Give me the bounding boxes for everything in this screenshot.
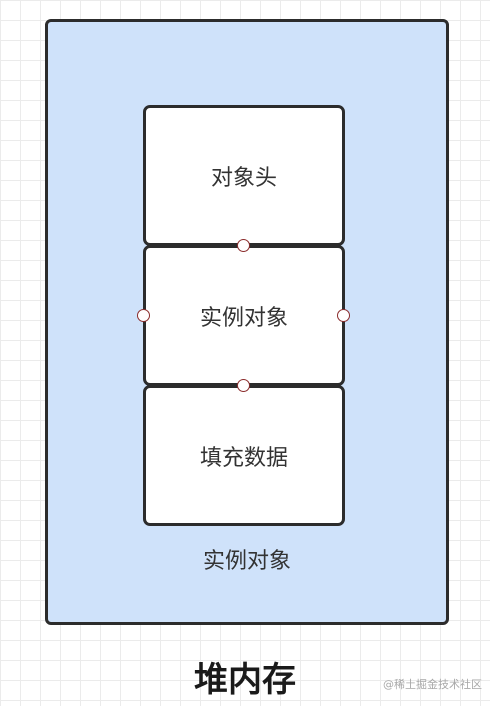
object-header-block: 对象头 — [143, 105, 345, 246]
watermark: @稀土掘金技术社区 — [383, 678, 482, 691]
instance-data-block: 实例对象 — [143, 245, 345, 386]
padding-data-block: 填充数据 — [143, 385, 345, 526]
padding-data-label: 填充数据 — [199, 445, 288, 471]
connection-port-left — [137, 309, 150, 322]
container-caption: 实例对象 — [202, 549, 291, 574]
connection-port-bottom — [237, 379, 250, 392]
object-header-label: 对象头 — [210, 165, 277, 191]
instance-data-label: 实例对象 — [199, 305, 288, 331]
connection-port-right — [337, 309, 350, 322]
diagram-title: 堆内存 — [194, 660, 296, 700]
connection-port-top — [237, 239, 250, 252]
